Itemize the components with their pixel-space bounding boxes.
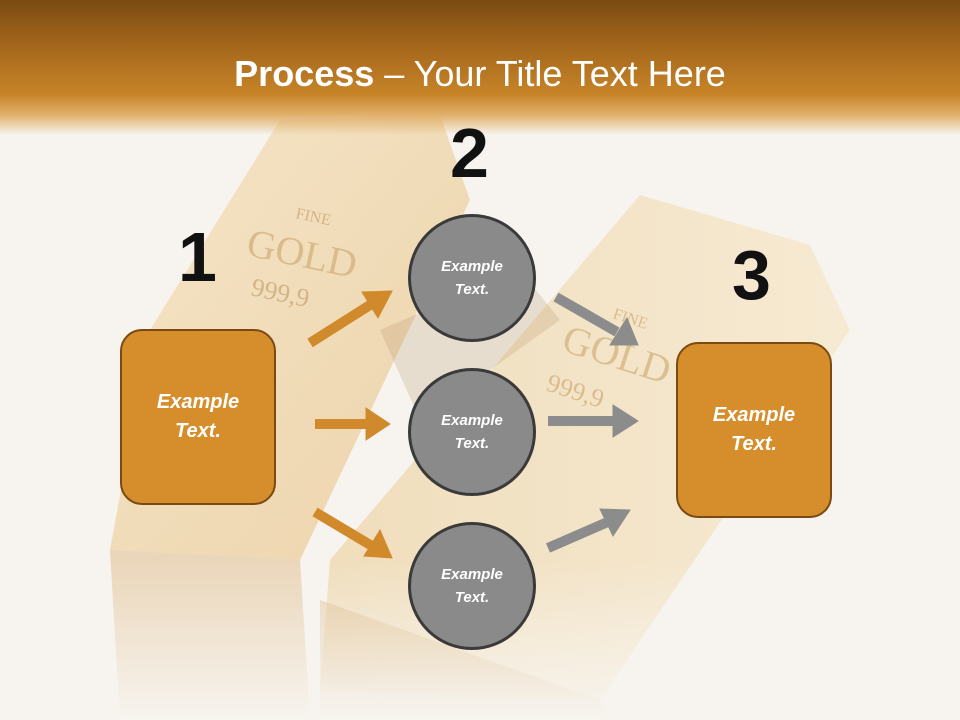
slide-title: Process – Your Title Text Here — [0, 52, 960, 96]
gray-arrow-down — [553, 292, 639, 346]
step-number-1: 1 — [178, 218, 217, 296]
title-bold-text: Process — [234, 53, 375, 94]
title-rest-text: – Your Title Text Here — [374, 53, 726, 94]
circle-top-line2: Text. — [454, 281, 490, 298]
left-box-line2: Text. — [175, 420, 221, 442]
right-box-line2: Text. — [731, 433, 777, 455]
step-number-2: 2 — [450, 114, 489, 192]
right-text-box[interactable]: Example Text. — [676, 342, 832, 518]
left-text-box[interactable]: Example Text. — [120, 329, 276, 505]
circle-top[interactable]: Example Text. — [408, 214, 536, 342]
step-number-3: 3 — [732, 236, 771, 314]
orange-arrow-down — [312, 507, 393, 559]
circle-bottom-line2: Text. — [454, 589, 490, 606]
orange-arrow-middle — [315, 407, 391, 441]
circle-middle-line1: Example — [441, 412, 503, 429]
circle-top-line1: Example — [441, 258, 503, 275]
left-box-line1: Example — [156, 391, 240, 413]
gray-arrow-middle — [548, 404, 639, 438]
circle-middle-line2: Text. — [454, 435, 490, 452]
title-bar — [0, 0, 960, 135]
circle-middle[interactable]: Example Text. — [408, 368, 536, 496]
gray-arrow-up — [546, 508, 631, 553]
right-box-line1: Example — [712, 404, 796, 426]
circle-bottom[interactable]: Example Text. — [408, 522, 536, 650]
orange-arrow-up — [307, 290, 393, 348]
circle-bottom-line1: Example — [441, 566, 503, 583]
